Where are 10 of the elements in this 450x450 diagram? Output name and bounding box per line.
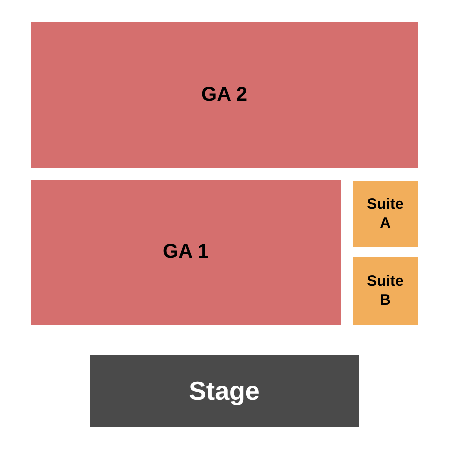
section-label: Suite A xyxy=(366,194,405,234)
section-label: Suite B xyxy=(366,272,405,310)
seating-section xyxy=(31,180,341,325)
seating-section xyxy=(31,22,418,168)
suite-section xyxy=(353,257,418,325)
section-label: GA 1 xyxy=(163,241,209,264)
stage-block xyxy=(90,355,359,427)
section-label: Stage xyxy=(189,376,260,406)
suite-section xyxy=(353,181,418,247)
section-label: GA 2 xyxy=(202,84,248,106)
